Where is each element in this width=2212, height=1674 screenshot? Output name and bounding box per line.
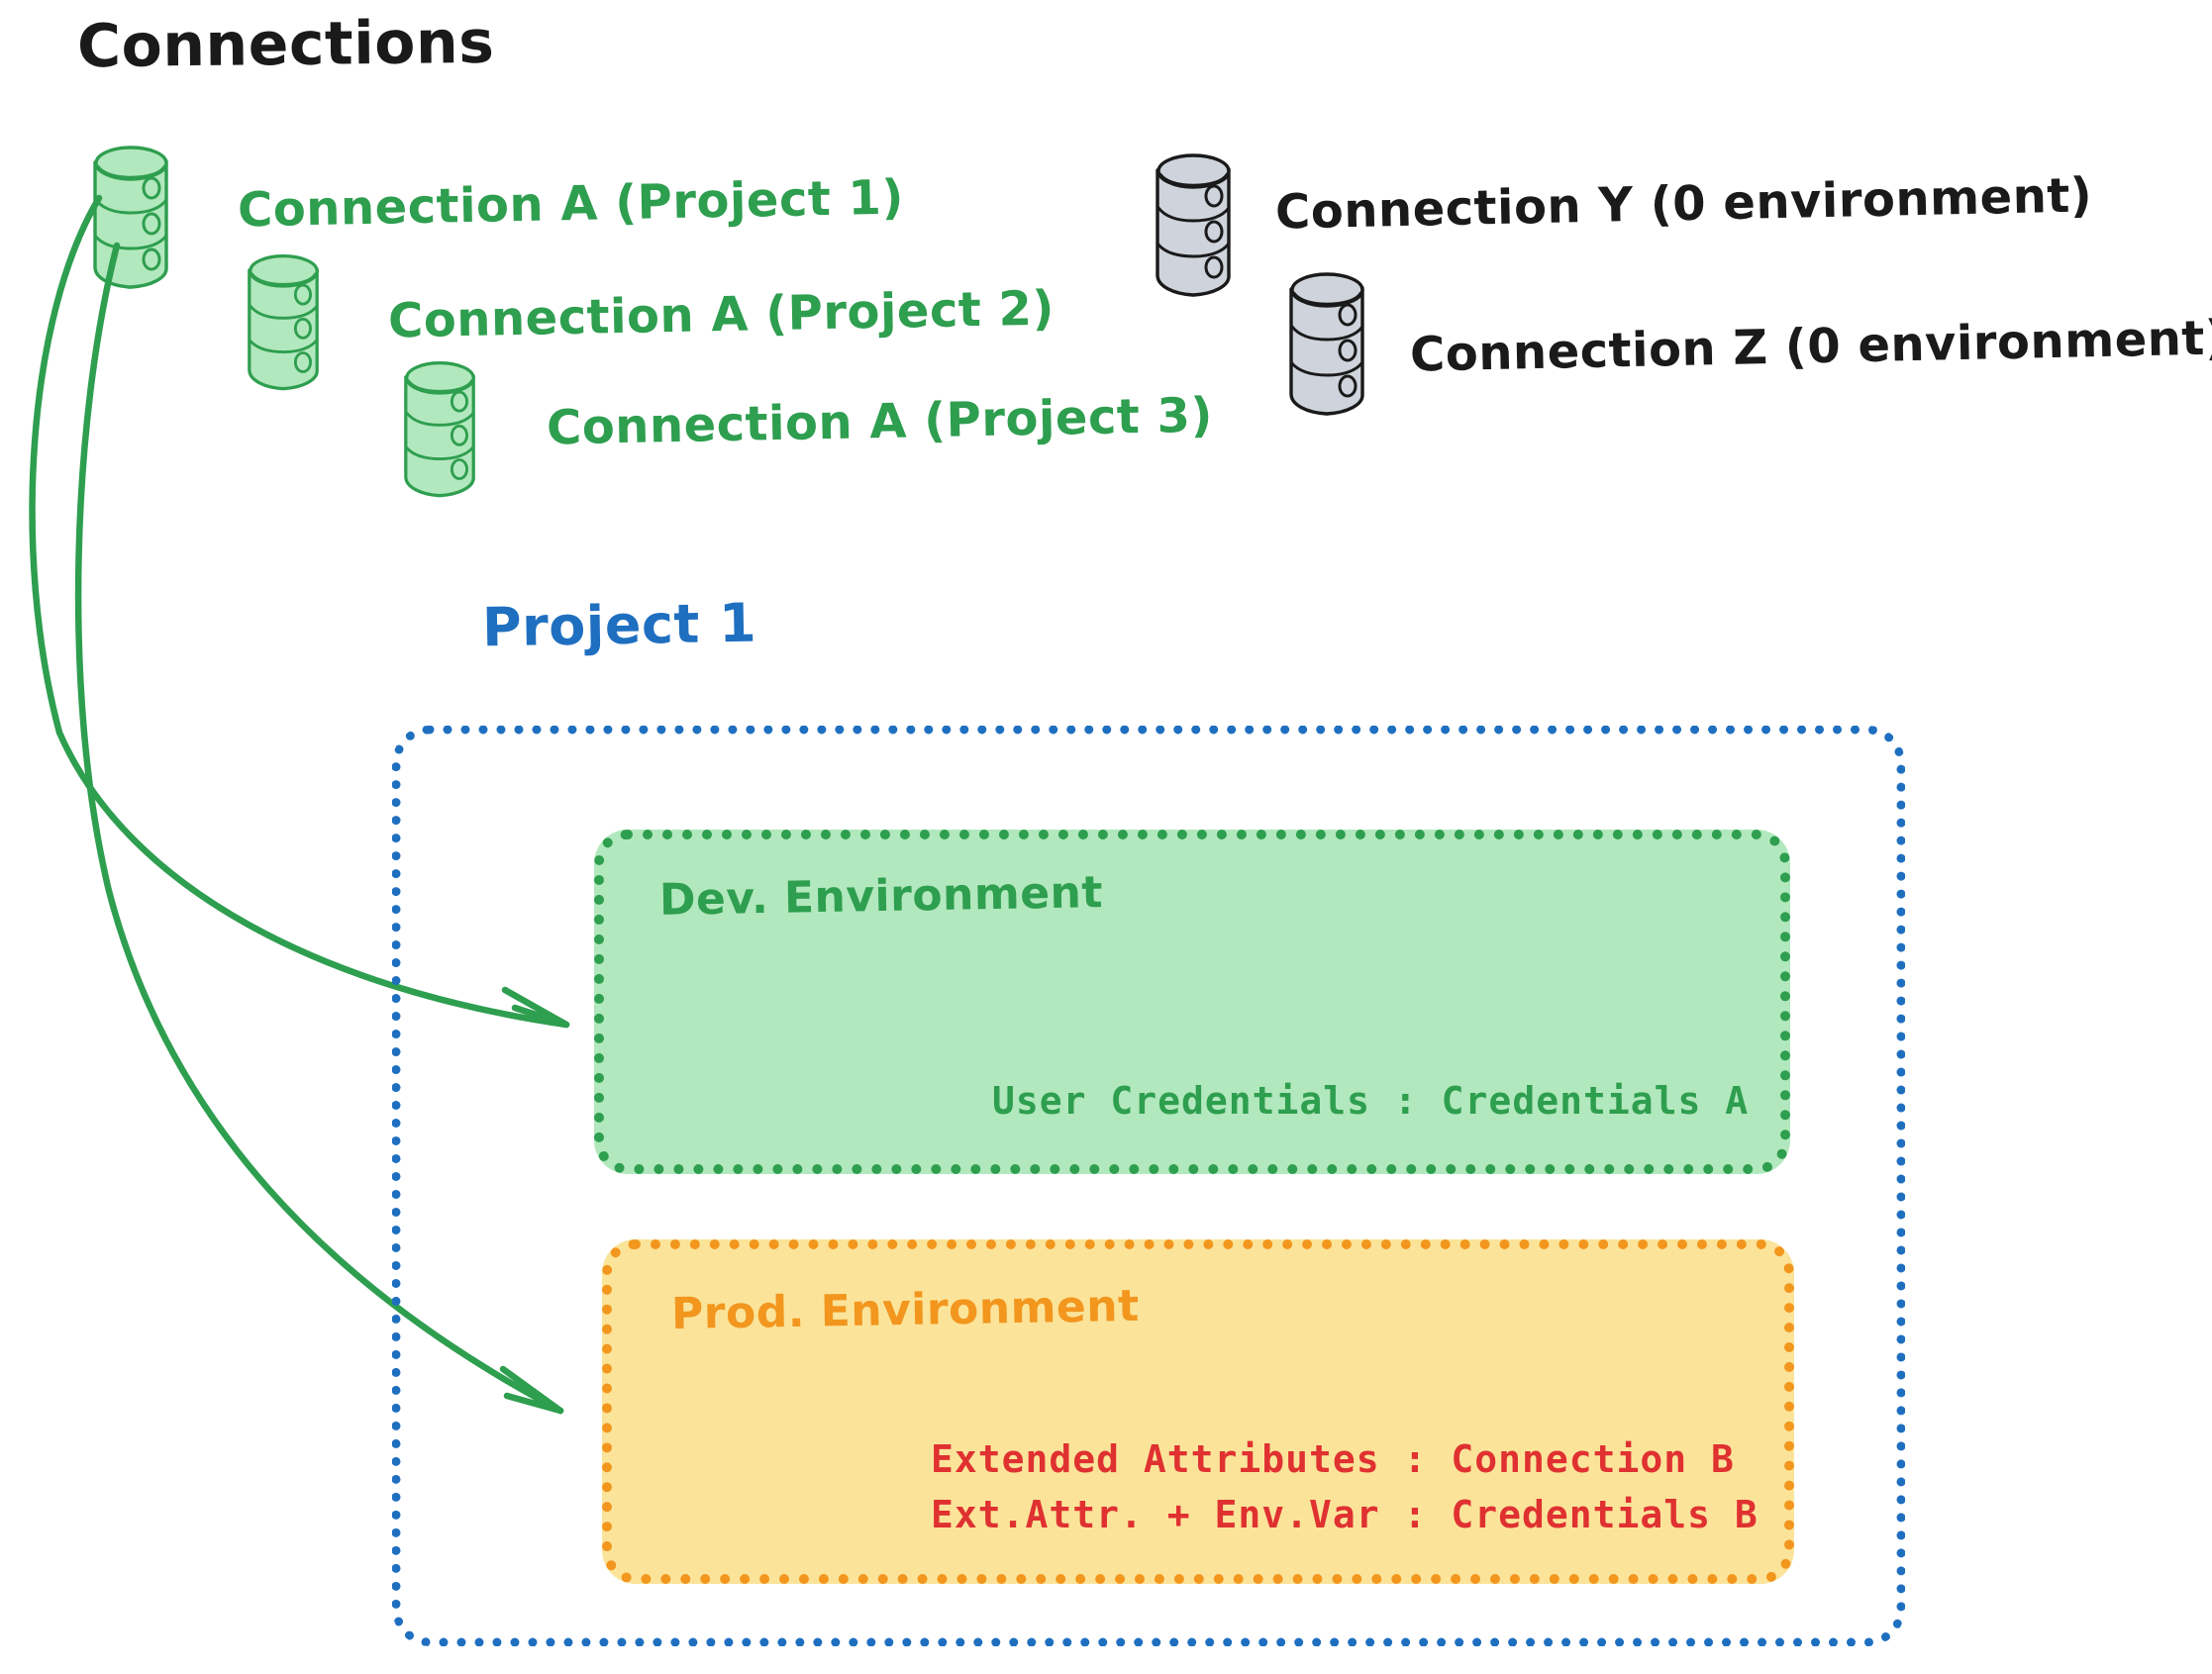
project-container [392, 726, 1905, 1646]
connection-label-z: Connection Z (0 environment) [1409, 310, 2212, 383]
database-icon [248, 254, 319, 393]
database-icon [93, 146, 168, 291]
dev-credentials-line: User Credentials : Credentials A [992, 1079, 1750, 1123]
connection-label-y: Connection Y (0 environment) [1274, 167, 2093, 241]
environment-title-prod: Prod. Environment [670, 1280, 1141, 1340]
environment-title-dev: Dev. Environment [658, 867, 1104, 926]
environment-box-dev [594, 830, 1790, 1174]
connection-label-a-project-1: Connection A (Project 1) [237, 169, 905, 239]
database-icon [1156, 153, 1231, 299]
connection-label-a-project-3: Connection A (Project 3) [546, 387, 1214, 456]
prod-env-var-line: Ext.Attr. + Env.Var : Credentials B [931, 1493, 1759, 1536]
project-title: Project 1 [481, 591, 757, 659]
prod-extended-attributes-line: Extended Attributes : Connection B [931, 1437, 1735, 1481]
database-icon [404, 361, 475, 500]
connection-label-a-project-2: Connection A (Project 2) [387, 280, 1056, 349]
database-icon [1289, 272, 1364, 418]
page-title: Connections [76, 7, 495, 82]
environment-box-prod [602, 1239, 1794, 1584]
